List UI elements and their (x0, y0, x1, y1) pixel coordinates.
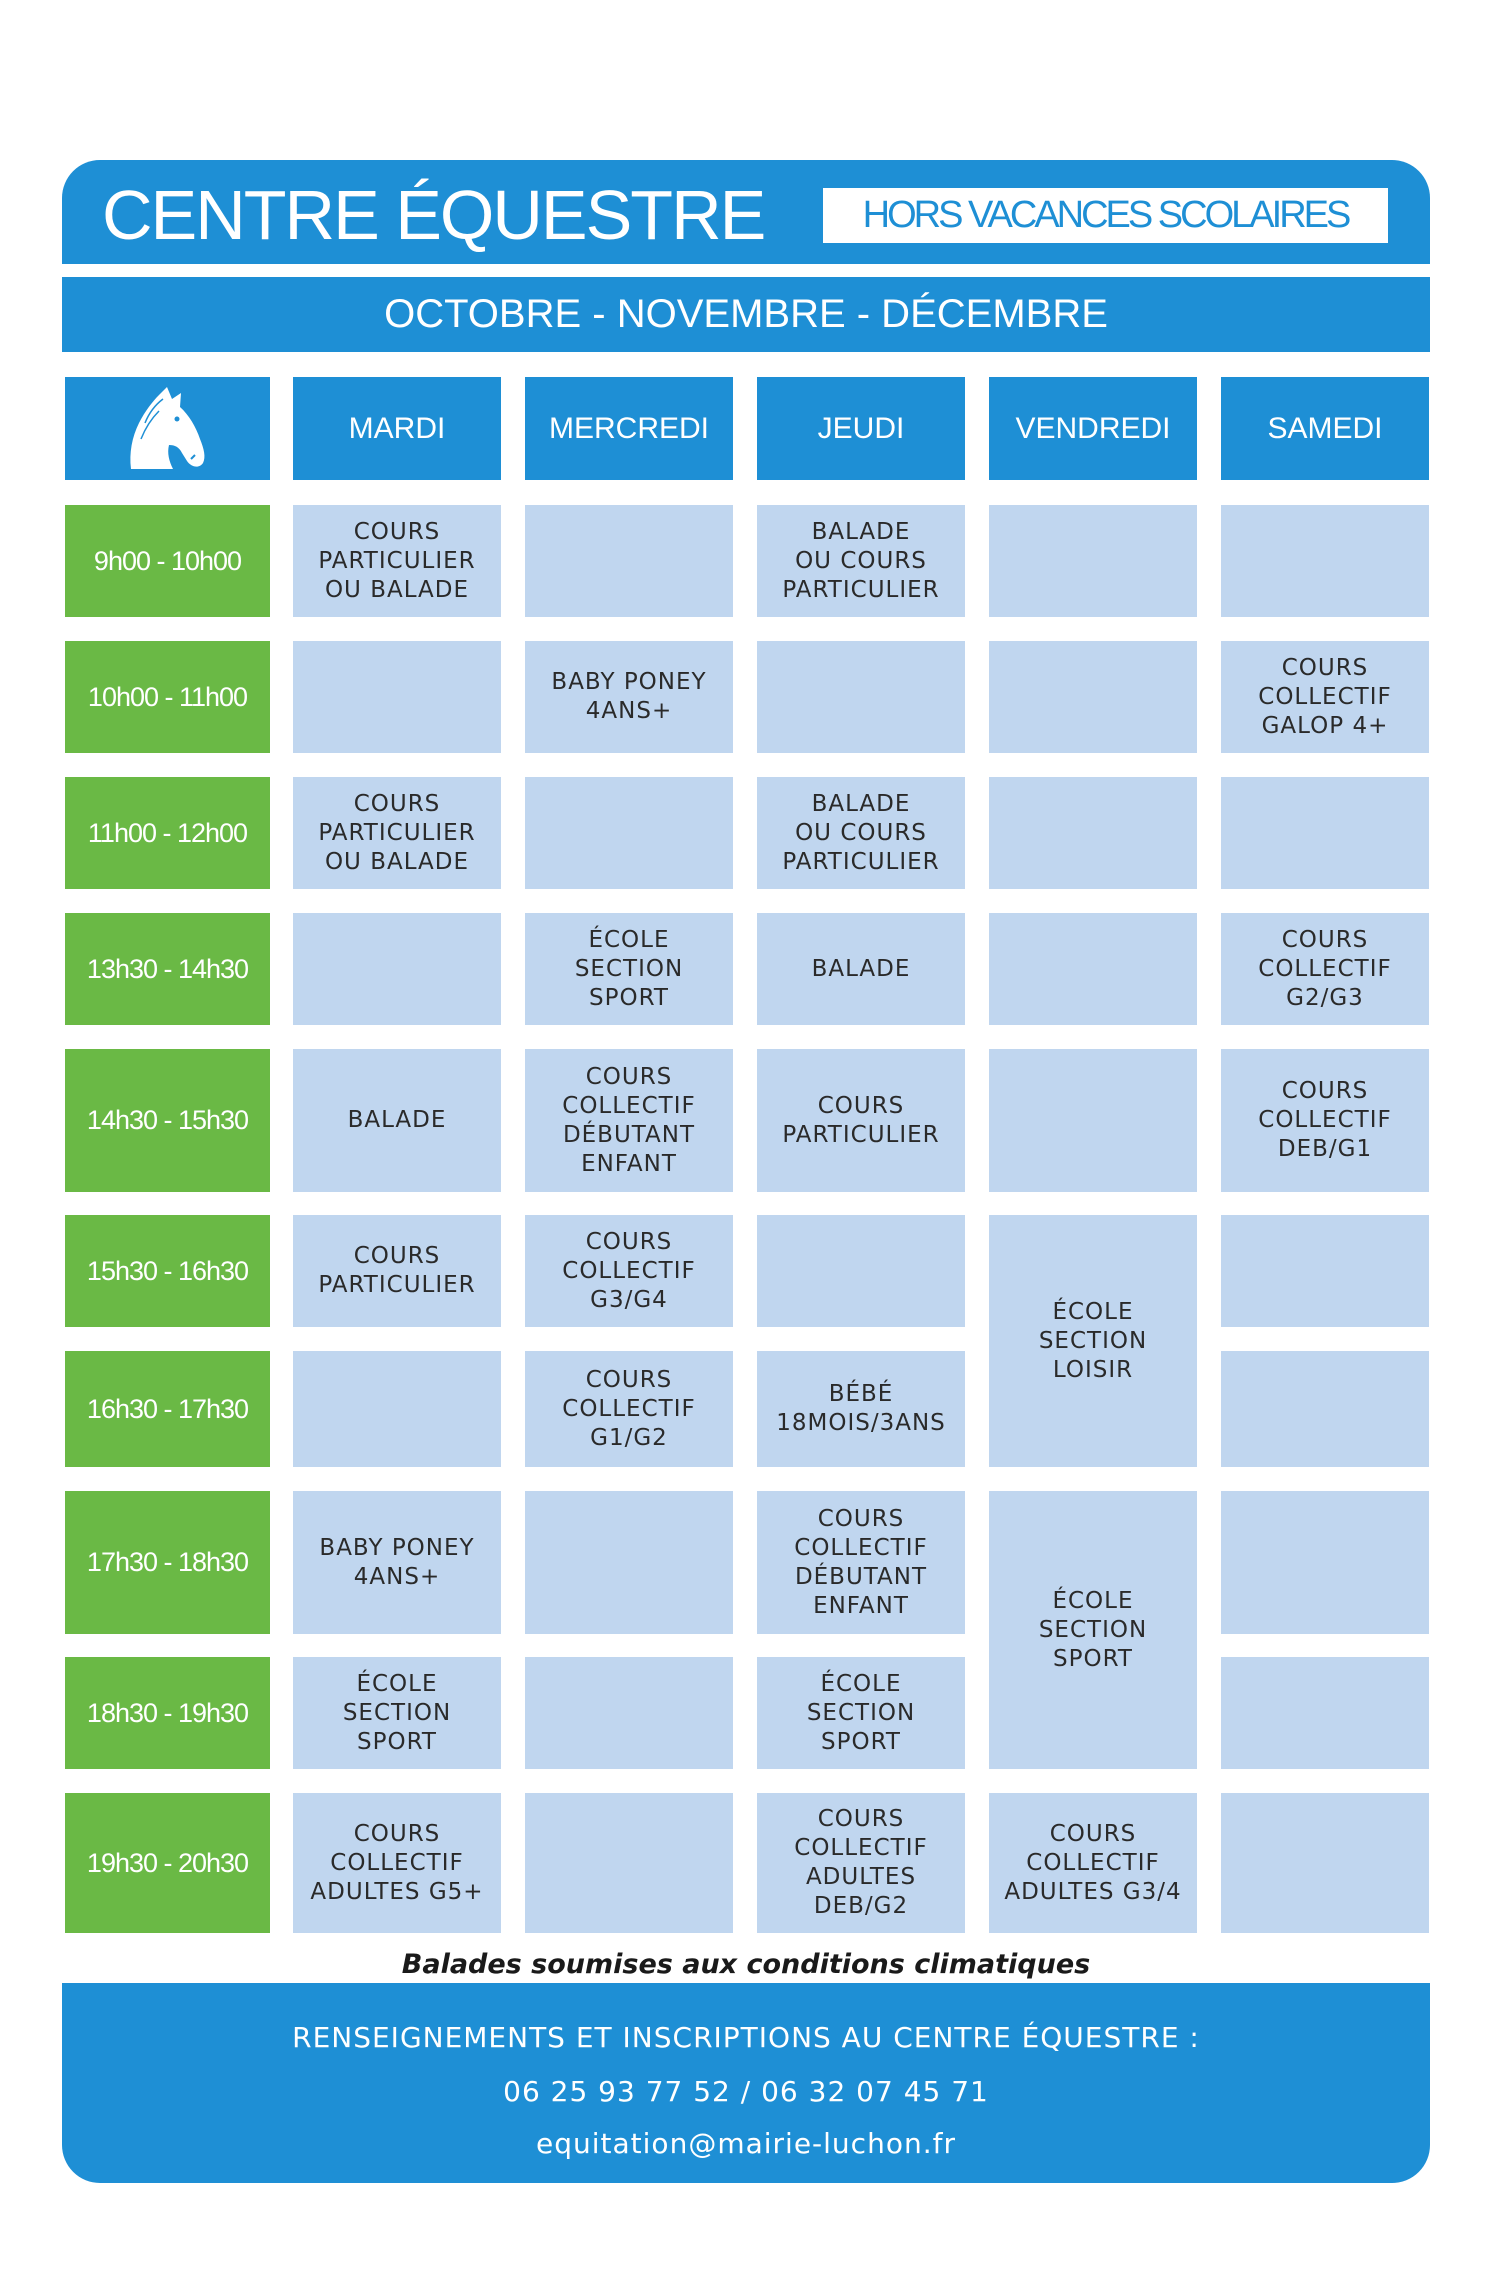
session-cell (757, 641, 965, 753)
session-cell: COURS PARTICULIER (757, 1049, 965, 1192)
session-cell: BALADE OU COURS PARTICULIER (757, 777, 965, 889)
day-header-samedi: SAMEDI (1221, 377, 1429, 480)
session-cell: BALADE (293, 1049, 501, 1192)
email-link[interactable]: equitation@mairie-luchon.fr (536, 2127, 956, 2160)
session-cell-merged: ÉCOLE SECTION SPORT (989, 1491, 1197, 1769)
session-cell (293, 1351, 501, 1467)
time-slot: 14h30 - 15h30 (65, 1049, 270, 1192)
session-cell: BÉBÉ 18MOIS/3ANS (757, 1351, 965, 1467)
session-cell: ÉCOLE SECTION SPORT (293, 1657, 501, 1769)
session-cell (1221, 1215, 1429, 1327)
weather-note: Balades soumises aux conditions climatiq… (401, 1949, 1091, 1980)
session-cell: COURS COLLECTIF DÉBUTANT ENFANT (525, 1049, 733, 1192)
session-cell (1221, 1793, 1429, 1933)
session-cell: COURS PARTICULIER OU BALADE (293, 505, 501, 617)
day-header-mercredi: MERCREDI (525, 377, 733, 480)
session-cell: ÉCOLE SECTION SPORT (757, 1657, 965, 1769)
session-cell: ÉCOLE SECTION SPORT (525, 913, 733, 1025)
session-cell (1221, 777, 1429, 889)
time-slot: 18h30 - 19h30 (65, 1657, 270, 1769)
session-cell: BABY PONEY 4ANS+ (525, 641, 733, 753)
time-slot: 9h00 - 10h00 (65, 505, 270, 617)
session-cell (525, 1491, 733, 1634)
session-cell: COURS COLLECTIF ADULTES G3/4 (989, 1793, 1197, 1933)
session-cell (989, 505, 1197, 617)
session-cell: BALADE OU COURS PARTICULIER (757, 505, 965, 617)
session-cell (1221, 1351, 1429, 1467)
session-cell: BABY PONEY 4ANS+ (293, 1491, 501, 1634)
months-banner: OCTOBRE - NOVEMBRE - DÉCEMBRE (62, 277, 1430, 352)
session-cell (989, 641, 1197, 753)
horse-logo-cell (65, 377, 270, 480)
period-badge: HORS VACANCES SCOLAIRES (823, 188, 1388, 243)
time-slot: 10h00 - 11h00 (65, 641, 270, 753)
session-cell: COURS COLLECTIF DEB/G1 (1221, 1049, 1429, 1192)
session-cell: COURS COLLECTIF G3/G4 (525, 1215, 733, 1327)
session-cell: COURS COLLECTIF ADULTES G5+ (293, 1793, 501, 1933)
time-slot: 19h30 - 20h30 (65, 1793, 270, 1933)
session-cell: COURS COLLECTIF ADULTES DEB/G2 (757, 1793, 965, 1933)
time-slot: 15h30 - 16h30 (65, 1215, 270, 1327)
time-slot: 17h30 - 18h30 (65, 1491, 270, 1634)
session-cell (525, 777, 733, 889)
phone-numbers: 06 25 93 77 52 / 06 32 07 45 71 (503, 2075, 989, 2108)
session-cell: COURS COLLECTIF GALOP 4+ (1221, 641, 1429, 753)
day-header-jeudi: JEUDI (757, 377, 965, 480)
session-cell (989, 777, 1197, 889)
session-cell: COURS PARTICULIER OU BALADE (293, 777, 501, 889)
session-cell (525, 1793, 733, 1933)
time-slot: 16h30 - 17h30 (65, 1351, 270, 1467)
session-cell: COURS COLLECTIF G2/G3 (1221, 913, 1429, 1025)
session-cell-merged: ÉCOLE SECTION LOISIR (989, 1215, 1197, 1467)
session-cell (1221, 1657, 1429, 1769)
time-slot: 11h00 - 12h00 (65, 777, 270, 889)
session-cell (293, 913, 501, 1025)
session-cell: COURS COLLECTIF DÉBUTANT ENFANT (757, 1491, 965, 1634)
session-cell (989, 913, 1197, 1025)
contact-footer: RENSEIGNEMENTS ET INSCRIPTIONS AU CENTRE… (62, 1983, 1430, 2183)
horse-head-icon (129, 386, 204, 469)
time-slot: 13h30 - 14h30 (65, 913, 270, 1025)
day-header-mardi: MARDI (293, 377, 501, 480)
session-cell (525, 1657, 733, 1769)
session-cell (293, 641, 501, 753)
session-cell: COURS COLLECTIF G1/G2 (525, 1351, 733, 1467)
session-cell (989, 1049, 1197, 1192)
page-title: CENTRE ÉQUESTRE (102, 176, 766, 254)
session-cell: BALADE (757, 913, 965, 1025)
session-cell (525, 505, 733, 617)
session-cell (757, 1215, 965, 1327)
day-header-vendredi: VENDREDI (989, 377, 1197, 480)
session-cell (1221, 1491, 1429, 1634)
session-cell: COURS PARTICULIER (293, 1215, 501, 1327)
contact-heading: RENSEIGNEMENTS ET INSCRIPTIONS AU CENTRE… (292, 2021, 1200, 2054)
session-cell (1221, 505, 1429, 617)
